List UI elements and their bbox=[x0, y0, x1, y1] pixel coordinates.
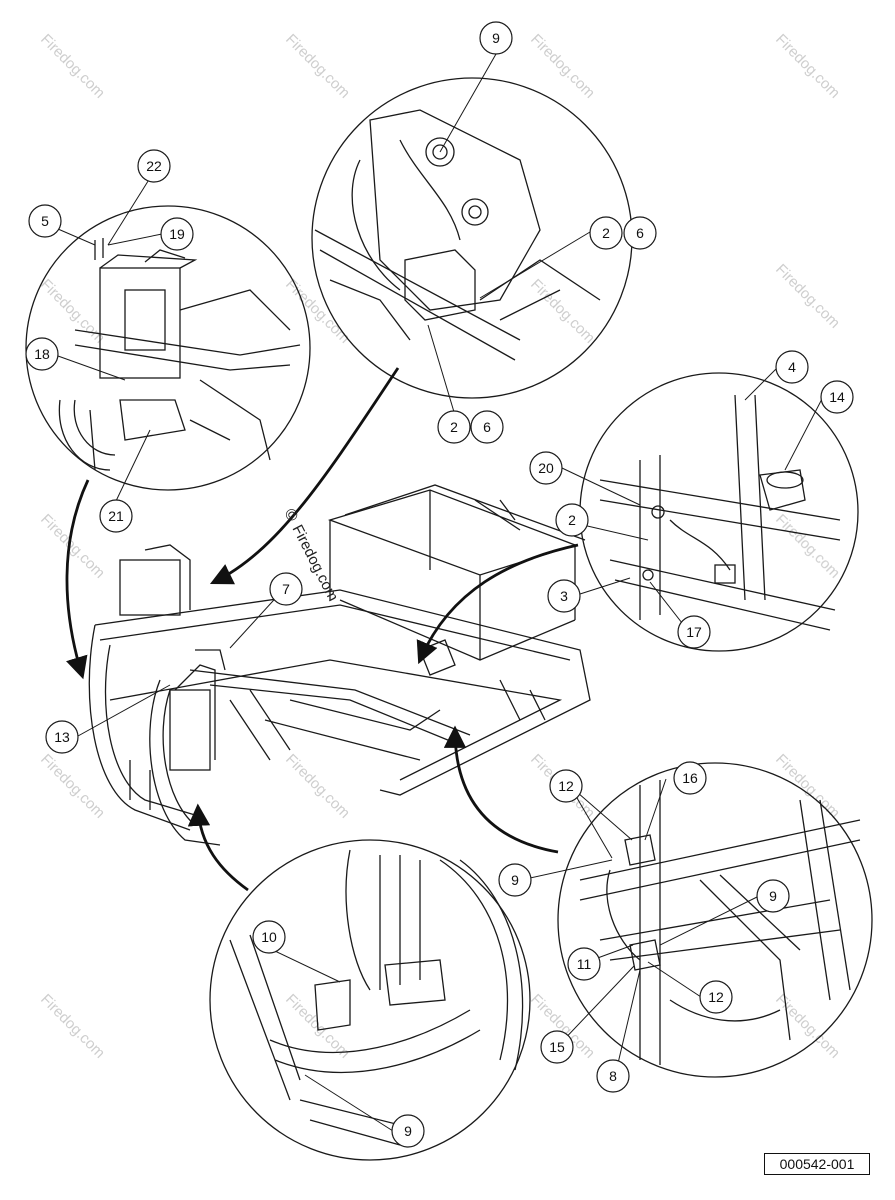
callout-22: 22 bbox=[137, 149, 171, 183]
watermark: Firedog.com bbox=[527, 31, 598, 102]
callout-5: 5 bbox=[28, 204, 62, 238]
callout-label: 12 bbox=[708, 989, 724, 1005]
callout-12-a: 12 bbox=[549, 769, 583, 803]
callout-label: 11 bbox=[577, 956, 592, 972]
callout-label: 10 bbox=[261, 929, 277, 945]
callout-label: 14 bbox=[829, 389, 845, 405]
watermark: Firedog.com bbox=[282, 31, 353, 102]
callout-9-top: 9 bbox=[479, 21, 513, 55]
callout-10: 10 bbox=[252, 920, 286, 954]
callout-label: 13 bbox=[54, 729, 70, 745]
watermark: Firedog.com bbox=[37, 276, 108, 347]
main-chassis-view bbox=[88, 484, 591, 846]
callout-label: 9 bbox=[511, 872, 519, 888]
detail-circle-top-left bbox=[25, 205, 311, 491]
callout-2-a: 2 bbox=[589, 216, 623, 250]
detail-circle-bottom bbox=[209, 839, 531, 1161]
callout-label: 7 bbox=[282, 581, 290, 597]
callout-12-b: 12 bbox=[699, 980, 733, 1014]
watermark: Firedog.com bbox=[527, 276, 598, 347]
detail-arrows bbox=[65, 367, 579, 892]
callout-label: 19 bbox=[169, 226, 185, 242]
watermark: Firedog.com bbox=[772, 31, 843, 102]
watermark: Firedog.com bbox=[282, 276, 353, 347]
callout-label: 5 bbox=[41, 213, 49, 229]
detail-circle-right bbox=[579, 372, 859, 652]
callout-21: 21 bbox=[99, 499, 133, 533]
callout-20: 20 bbox=[529, 451, 563, 485]
callout-label: 6 bbox=[483, 419, 491, 435]
callout-label: 9 bbox=[492, 30, 500, 46]
callout-label: 2 bbox=[602, 225, 610, 241]
callout-11: 11 bbox=[567, 947, 601, 981]
callout-9-c: 9 bbox=[756, 879, 790, 913]
callout-3: 3 bbox=[547, 579, 581, 613]
callout-15: 15 bbox=[540, 1030, 574, 1064]
watermark-layer: Firedog.com Firedog.com Firedog.com Fire… bbox=[37, 31, 843, 1062]
callout-16: 16 bbox=[673, 761, 707, 795]
callout-2-b: 2 bbox=[437, 410, 471, 444]
arrow-bottom-right-to-frame bbox=[443, 725, 559, 854]
watermark: Firedog.com bbox=[282, 751, 353, 822]
callout-9-b: 9 bbox=[498, 863, 532, 897]
callout-label: 20 bbox=[538, 460, 554, 476]
callout-label: 22 bbox=[146, 158, 162, 174]
callout-label: 8 bbox=[609, 1068, 617, 1084]
callout-label: 15 bbox=[549, 1039, 565, 1055]
callout-label: 2 bbox=[450, 419, 458, 435]
callout-6-b: 6 bbox=[470, 410, 504, 444]
arrow-bottom-to-frame bbox=[187, 803, 249, 892]
callout-label: 9 bbox=[769, 888, 777, 904]
callout-18: 18 bbox=[25, 337, 59, 371]
callout-label: 18 bbox=[34, 346, 50, 362]
arrow-top-left-to-tank bbox=[65, 479, 90, 680]
watermark: Firedog.com bbox=[37, 991, 108, 1062]
copyright-symbol: © bbox=[280, 506, 301, 524]
callout-label: 16 bbox=[682, 770, 698, 786]
leader-lines bbox=[57, 53, 824, 1132]
detail-circle-bottom-right bbox=[557, 762, 873, 1078]
callout-13: 13 bbox=[45, 720, 79, 754]
callout-label: 6 bbox=[636, 225, 644, 241]
callout-label: 21 bbox=[108, 508, 124, 524]
arrow-top-right-to-frame bbox=[209, 367, 400, 585]
callout-14: 14 bbox=[820, 380, 854, 414]
callout-label: 17 bbox=[686, 624, 702, 640]
watermark: Firedog.com bbox=[772, 751, 843, 822]
watermark: Firedog.com bbox=[772, 991, 843, 1062]
callout-label: 12 bbox=[558, 778, 574, 794]
callout-label: 9 bbox=[404, 1123, 412, 1139]
reference-number: 000542-001 bbox=[764, 1153, 870, 1175]
callout-2-c: 2 bbox=[555, 503, 589, 537]
watermark: Firedog.com bbox=[37, 751, 108, 822]
callout-label: 2 bbox=[568, 512, 576, 528]
arrow-right-to-frame bbox=[416, 543, 579, 665]
callout-17: 17 bbox=[677, 615, 711, 649]
watermark: Firedog.com bbox=[37, 31, 108, 102]
callout-label: 4 bbox=[788, 359, 796, 375]
callout-label: 3 bbox=[560, 588, 568, 604]
watermark: Firedog.com bbox=[772, 261, 843, 332]
watermark: Firedog.com bbox=[772, 511, 843, 582]
callout-4: 4 bbox=[775, 350, 809, 384]
callout-8: 8 bbox=[596, 1059, 630, 1093]
callout-7: 7 bbox=[269, 572, 303, 606]
callout-9-d: 9 bbox=[391, 1114, 425, 1148]
callout-6-a: 6 bbox=[623, 216, 657, 250]
detail-circle-top-right bbox=[311, 77, 633, 399]
callout-19: 19 bbox=[160, 217, 194, 251]
